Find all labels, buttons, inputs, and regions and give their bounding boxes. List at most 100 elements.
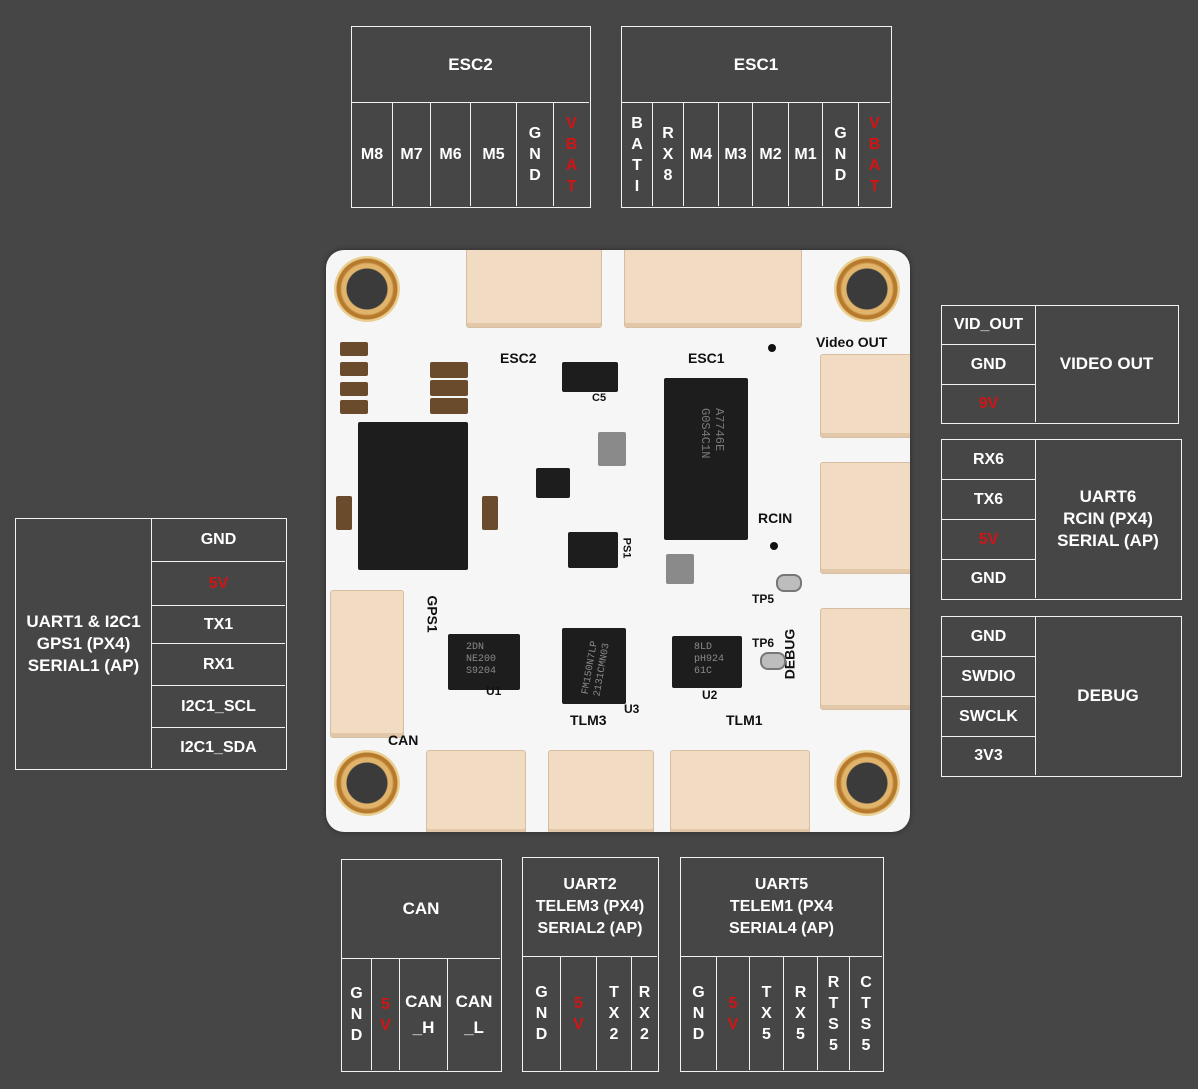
esc2-pin-m5: M5 <box>470 102 516 206</box>
u1-chip-line2: NE200 <box>466 654 497 665</box>
uart6-pin-gnd: GND <box>942 559 1035 598</box>
crystal-component <box>598 432 626 466</box>
debug-connector <box>820 608 910 710</box>
ps1-component <box>568 532 618 568</box>
gps1-connector <box>330 590 404 738</box>
can-pin-can-h-label: CAN_H <box>405 991 442 1037</box>
silk-u2: U2 <box>702 688 718 702</box>
tlm1-connector <box>670 750 810 832</box>
mounting-hole-top-right <box>834 256 900 322</box>
uart2-title-line2: TELEM3 (PX4) <box>535 898 645 915</box>
esc1-pin-m2: M2 <box>752 102 788 206</box>
rcin-connector <box>820 462 910 574</box>
debug-pin-gnd: GND <box>970 627 1007 645</box>
uart1-pin-i2c1-sda: I2C1_SDA <box>151 727 285 768</box>
uart2-title-line3: SERIAL2 (AP) <box>537 920 643 937</box>
capacitor-4 <box>340 400 368 414</box>
barometer-sensor <box>666 554 694 584</box>
esc1-pin-m3: M3 <box>718 102 752 206</box>
debug-pin-3v3: 3V3 <box>942 736 1035 775</box>
uart6-title: UART6 RCIN (PX4) SERIAL (AP) <box>1035 440 1180 598</box>
uart1-pin-tx1: TX1 <box>151 605 285 643</box>
capacitor-9 <box>482 496 498 530</box>
silk-rcin: RCIN <box>758 510 793 526</box>
silk-video-out: Video OUT <box>816 334 888 350</box>
regulator-component <box>536 468 570 498</box>
esc2-pin-m8: M8 <box>352 102 392 206</box>
video-out-pin-table: VID_OUT GND 9V VIDEO OUT <box>941 305 1179 424</box>
u1-chip-line1: 2DN <box>466 642 485 653</box>
osd-chip-marking: A7746E G0S4C1N <box>698 408 726 488</box>
debug-title: DEBUG <box>1035 617 1180 775</box>
capacitor-3 <box>340 382 368 396</box>
uart1-title-line1: UART1 & I2C1 <box>26 611 141 631</box>
debug-pin-swdio: SWDIO <box>942 656 1035 696</box>
uart6-pin-5v: 5V <box>942 519 1035 559</box>
esc2-title: ESC2 <box>448 54 493 74</box>
test-pad-tp5 <box>776 574 802 592</box>
capacitor-8 <box>336 496 352 530</box>
can-pin-can-l-label: CAN_L <box>455 991 493 1037</box>
uart6-title-line3: SERIAL (AP) <box>1057 531 1159 550</box>
capacitor-2 <box>340 362 368 376</box>
u2-chip-line3: 61C <box>694 666 713 677</box>
uart5-title: UART5 TELEM1 (PX4 SERIAL4 (AP) <box>681 858 882 956</box>
esc1-pin-m4: M4 <box>683 102 718 206</box>
can-pin-can-l: CAN_L <box>447 958 500 1070</box>
silk-tlm1: TLM1 <box>726 712 763 728</box>
uart1-pin-gnd: GND <box>151 519 285 561</box>
esc2-pin-m6: M6 <box>430 102 470 206</box>
video-out-pin-9v: 9V <box>942 384 1035 422</box>
uart2-title-line1: UART2 <box>563 876 617 893</box>
processor-chip <box>358 422 468 570</box>
uart6-title-line2: RCIN (PX4) <box>1063 509 1153 528</box>
silk-can: CAN <box>388 732 419 748</box>
u2-chip-line1: 8LD <box>694 642 713 653</box>
esc1-title: ESC1 <box>733 54 779 74</box>
silk-tp5: TP5 <box>752 592 775 606</box>
u3-chip-marking: FM150N7LP 2131CMN03 <box>581 630 616 697</box>
silk-u1: U1 <box>486 684 502 698</box>
silk-ps1: PS1 <box>620 537 633 559</box>
u2-chip-line2: pH924 <box>694 654 725 665</box>
uart6-pin-rx6: RX6 <box>972 450 1005 468</box>
can-connector <box>426 750 526 832</box>
u1-chip-line3: S9204 <box>466 666 497 677</box>
uart1-pin-rx1: RX1 <box>151 643 285 685</box>
u2-chip-marking: 8LD pH924 61C <box>694 642 724 678</box>
debug-pin-swclk: SWCLK <box>942 696 1035 736</box>
u3-chip: FM150N7LP 2131CMN03 <box>562 628 626 704</box>
esc2-connector <box>466 250 602 328</box>
uart2-title: UART2 TELEM3 (PX4) SERIAL2 (AP) <box>523 858 657 956</box>
uart6-pin-tx6: TX6 <box>942 479 1035 519</box>
silk-c5: C5 <box>592 392 607 404</box>
video-out-connector <box>820 354 910 438</box>
